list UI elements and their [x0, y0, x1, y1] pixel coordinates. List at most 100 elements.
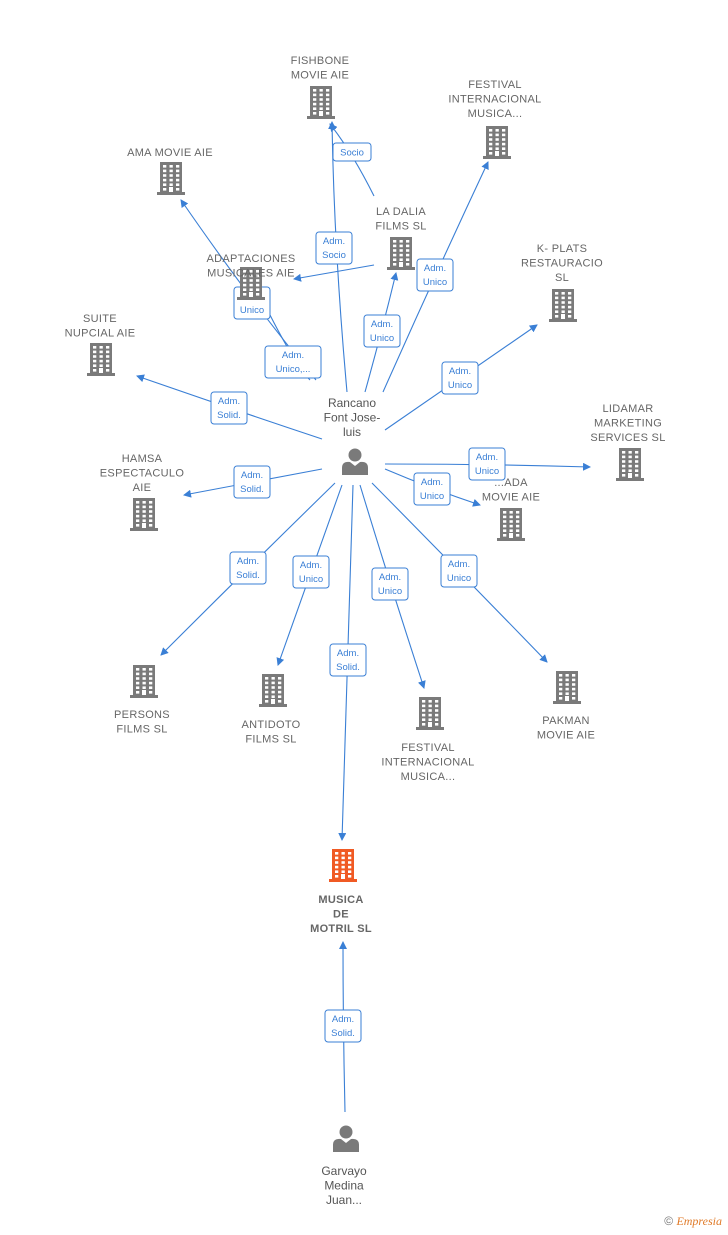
edge-badge-box	[371, 567, 409, 601]
edge-badge-box	[363, 314, 401, 348]
edge-badge-rancano-to-antidoto[interactable]: Adm.Unico	[292, 555, 330, 589]
building-icon	[157, 162, 185, 195]
edge-badge-label: Solid.	[331, 1028, 355, 1039]
edge-badge-label: Unico	[240, 305, 264, 316]
node-label-kplats: RESTAURACIO	[521, 258, 603, 270]
edge-badge-label: Adm.	[332, 1014, 354, 1025]
node-label-garvayo: Garvayo	[321, 1164, 367, 1178]
edge-badge-label: Solid.	[336, 662, 360, 673]
edge-badge-label: Solid.	[236, 570, 260, 581]
edge-badge-label: Unico	[447, 573, 471, 584]
edge-badge-label: Adm.	[300, 560, 322, 571]
node-label-hamsa: AIE	[133, 482, 152, 494]
building-icon	[329, 849, 357, 882]
edge-badge-label: Solid.	[240, 484, 264, 495]
building-icon	[130, 498, 158, 531]
node-label-rancano: Font Jose-	[324, 411, 381, 425]
node-label-festival1: INTERNACIONAL	[448, 94, 541, 106]
node-label-suite: NUPCIAL AIE	[65, 328, 136, 340]
node-garvayo[interactable]: GarvayoMedinaJuan...	[321, 1125, 367, 1208]
building-icon	[483, 126, 511, 159]
edge-badge-label: Adm.	[424, 263, 446, 274]
building-icon	[259, 674, 287, 707]
edge-badge-box	[441, 361, 479, 395]
node-label-rancano: Rancano	[328, 396, 376, 410]
node-label-fishbone: FISHBONE	[291, 55, 350, 67]
edge-badge-rancano-to-festival2[interactable]: Adm. Unico	[371, 567, 409, 601]
building-icon	[416, 697, 444, 730]
edge-badge-rancano-to-festival1[interactable]: Adm. Unico	[416, 258, 454, 292]
edge-badge-label: Adm.	[448, 559, 470, 570]
edge-badge-label: Solid.	[217, 410, 241, 421]
node-suite[interactable]: SUITE NUPCIAL AIE	[65, 313, 136, 376]
node-label-fishbone: MOVIE AIE	[291, 70, 349, 82]
building-icon	[553, 671, 581, 704]
edge-badge-rancano-to-adaptaciones[interactable]: Adm.Unico,...	[264, 345, 322, 379]
edge-badge-rancano-to-suite[interactable]: Adm. Solid.	[210, 391, 248, 425]
node-label-festival1: MUSICA...	[468, 108, 523, 120]
node-label-antidoto: ANTIDOTO	[241, 719, 300, 731]
edge-badge-label: Unico	[475, 466, 499, 477]
building-icon	[616, 448, 644, 481]
node-festival2[interactable]: FESTIVALINTERNACIONALMUSICA...	[381, 697, 474, 783]
node-label-adaptaciones: ADAPTACIONES	[207, 253, 296, 265]
person-icon	[333, 1125, 359, 1152]
node-label-festival2: FESTIVAL	[401, 742, 455, 754]
edge-badge-box	[416, 258, 454, 292]
edge-badge-rancano-to-kplats[interactable]: Adm.Unico	[441, 361, 479, 395]
empresia-logo[interactable]: Empresia	[676, 1214, 722, 1228]
edge-badge-box	[292, 555, 330, 589]
edge-badge-label: Unico	[420, 491, 444, 502]
edge-badge-garvayo-to-musica[interactable]: Adm. Solid.	[324, 1009, 362, 1043]
edge-badge-label: Adm.	[379, 572, 401, 583]
node-label-festival1: FESTIVAL	[468, 79, 522, 91]
building-icon	[387, 237, 415, 270]
edge-badge-rancano-to-musica[interactable]: Adm.Solid.	[329, 643, 367, 677]
node-label-festival2: INTERNACIONAL	[381, 757, 474, 769]
node-fishbone[interactable]: FISHBONE MOVIE AIE	[291, 55, 350, 119]
node-label-suite: SUITE	[83, 313, 117, 325]
edge-badge-rancano-to-lidamar[interactable]: Adm.Unico	[468, 447, 506, 481]
edge-badge-box	[413, 472, 451, 506]
node-label-ada: ...ADA	[494, 477, 528, 489]
node-festival1[interactable]: FESTIVAL INTERNACIONAL MUSICA...	[448, 79, 541, 159]
copyright-notice: © Empresia	[664, 1214, 722, 1229]
edge-badge-rancano-to-ada[interactable]: Adm. Unico	[413, 472, 451, 506]
edges-layer	[136, 121, 591, 1113]
edge-badge-rancano-to-pakman[interactable]: Adm. Unico	[440, 554, 478, 588]
edge-badge-box	[210, 391, 248, 425]
node-hamsa[interactable]: HAMSA ESPECTACULO AIE	[100, 453, 185, 531]
node-label-musica: MUSICA	[318, 894, 363, 906]
node-label-hamsa: ESPECTACULO	[100, 468, 185, 480]
building-icon	[497, 508, 525, 541]
edge-badge-label: Unico	[378, 586, 402, 597]
edge-badge-ladalia-to-fishbone[interactable]: Socio	[332, 142, 372, 162]
node-ama[interactable]: AMA MOVIE AIE	[127, 147, 213, 195]
edge-badge-label: Adm.	[421, 477, 443, 488]
node-label-pakman: PAKMAN	[542, 715, 589, 727]
edge-badge-label: Unico	[370, 333, 394, 344]
node-label-ladalia: FILMS SL	[375, 221, 426, 233]
edge-badge-box	[233, 465, 271, 499]
node-label-kplats: K- PLATS	[537, 243, 588, 255]
edge-badge-rancano-to-ladalia[interactable]: Adm.Unico	[363, 314, 401, 348]
edge-badge-rancano-to-persons[interactable]: Adm.Solid.	[229, 551, 267, 585]
edge-badge-label: Adm.	[218, 396, 240, 407]
node-label-hamsa: HAMSA	[122, 453, 163, 465]
node-label-garvayo: Medina	[324, 1179, 364, 1193]
edge-badge-rancano-to-hamsa[interactable]: Adm.Solid.	[233, 465, 271, 499]
edge-badge-rancano-to-fishbone[interactable]: Adm.Socio	[315, 231, 353, 265]
edge-badge-label: Unico	[423, 277, 447, 288]
